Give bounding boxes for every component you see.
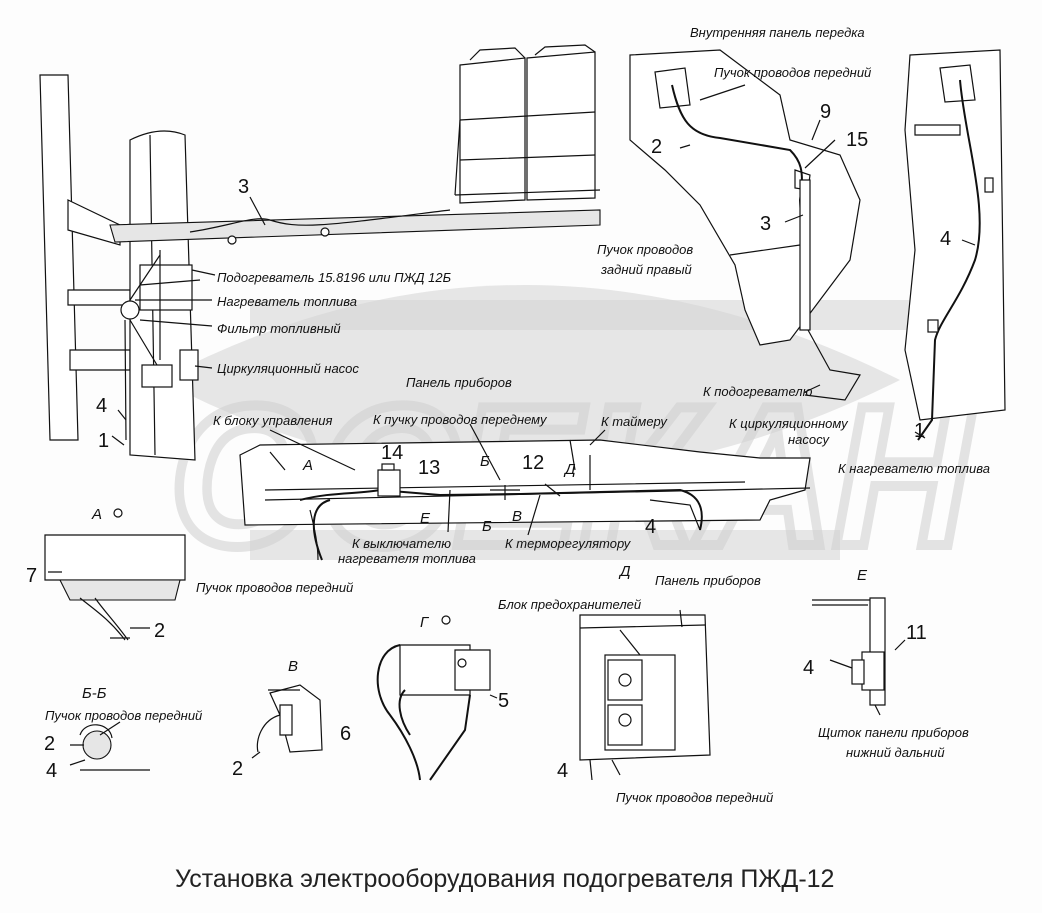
label-fuse-block: Блок предохранителей (498, 597, 641, 612)
callout-14: 14 (381, 442, 403, 464)
label-to-circ-pump-2: насосу (788, 432, 830, 447)
callout-3-right: 3 (760, 213, 771, 235)
instrument-panel-harness-view (239, 384, 821, 561)
callout-4-mid: 4 (645, 516, 656, 538)
label-to-switch-1: К выключателю (352, 536, 451, 551)
callout-11: 11 (906, 622, 927, 644)
callout-12: 12 (522, 452, 544, 474)
label-to-thermoreg: К терморегулятору (505, 536, 632, 551)
callout-9: 9 (820, 101, 831, 123)
diagram-title: Установка электрооборудования подогреват… (175, 865, 834, 893)
callout-2-v: 2 (232, 758, 243, 780)
callout-2-top: 2 (651, 136, 662, 158)
label-to-front-harness: К пучку проводов переднему (373, 412, 548, 427)
label-shield-1: Щиток панели приборов (818, 725, 969, 740)
callout-5: 5 (498, 690, 509, 712)
view-a-marker-icon (113, 508, 123, 518)
callout-1-left: 1 (98, 430, 109, 452)
view-e-title: Е (857, 567, 868, 584)
label-harness-rear-right-2: задний правый (600, 262, 692, 277)
view-a-section: А (302, 457, 313, 474)
callout-4-left: 4 (96, 395, 107, 417)
view-a-title: А (91, 506, 102, 523)
callout-7: 7 (26, 565, 37, 587)
view-bb-title: Б-Б (82, 685, 107, 702)
callout-2-a: 2 (154, 620, 165, 642)
label-circ-pump: Циркуляционный насос (217, 361, 359, 376)
label-inner-panel: Внутренняя панель передка (690, 25, 865, 40)
callout-1-right: 1 (914, 420, 925, 442)
view-bb-section (69, 721, 150, 771)
label-instrument-panel: Панель приборов (406, 375, 512, 390)
view-d-section: Д (563, 461, 576, 478)
view-v-title: В (288, 658, 298, 675)
label-fuel-filter: Фильтр топливный (217, 321, 341, 336)
view-v-detail (251, 684, 323, 759)
view-v-section: В (512, 508, 522, 525)
inner-front-panel-view (629, 49, 1006, 441)
label-to-timer: К таймеру (601, 414, 668, 429)
truck-side-view (39, 44, 601, 461)
view-g-title: Г (420, 614, 430, 631)
label-to-switch-2: нагревателя топлива (338, 551, 476, 566)
callout-2-bb: 2 (44, 733, 55, 755)
label-fuel-heater: Нагреватель топлива (217, 294, 357, 309)
view-b-section: Б (480, 453, 490, 470)
view-g-detail (376, 644, 498, 781)
label-harness-front-top: Пучок проводов передний (714, 65, 871, 80)
label-instrument-panel-d: Панель приборов (655, 573, 761, 588)
callout-15: 15 (846, 129, 868, 151)
callout-4-e: 4 (803, 657, 814, 679)
callout-6: 6 (340, 723, 351, 745)
label-to-heater: К подогревателю (703, 384, 813, 399)
label-harness-front-d: Пучок проводов передний (616, 790, 773, 805)
view-d-fuse-block (579, 609, 711, 781)
view-e-section: Е (420, 510, 431, 527)
view-a-detail (44, 534, 186, 641)
callout-4-bb: 4 (46, 760, 57, 782)
label-to-control-unit: К блоку управления (213, 413, 333, 428)
view-b-arrow: Б (482, 518, 492, 535)
callout-4-d: 4 (557, 760, 568, 782)
callout-4-right: 4 (940, 228, 951, 250)
label-harness-front-bb: Пучок проводов передний (45, 708, 202, 723)
label-to-circ-pump-1: К циркуляционному (729, 416, 849, 431)
label-harness-rear-right-1: Пучок проводов (597, 242, 693, 257)
callout-3-left: 3 (238, 176, 249, 198)
label-harness-front-mid: Пучок проводов передний (196, 580, 353, 595)
view-d-title: Д (618, 563, 631, 580)
view-e-detail (812, 597, 906, 716)
label-to-fuel-heater: К нагревателю топлива (838, 461, 990, 476)
label-shield-2: нижний дальний (846, 745, 945, 760)
label-heater: Подогреватель 15.8196 или ПЖД 12Б (217, 270, 452, 285)
view-g-marker-icon (441, 615, 451, 625)
callout-13: 13 (418, 457, 440, 479)
